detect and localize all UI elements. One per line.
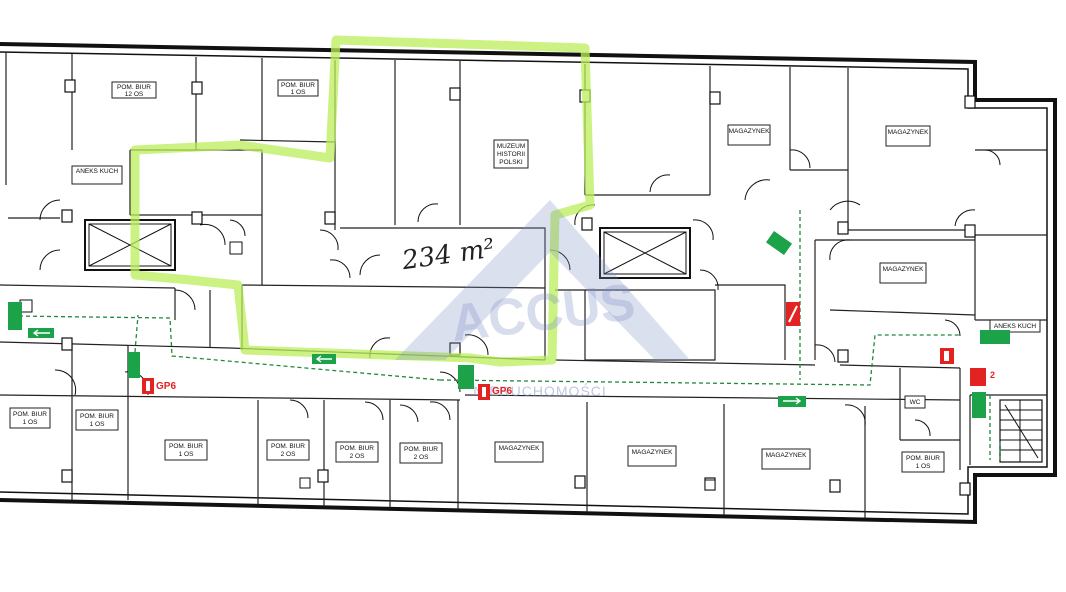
svg-text:2 OS: 2 OS <box>414 454 429 461</box>
svg-text:MAGAZYNEK: MAGAZYNEK <box>883 266 924 273</box>
room-label-pom-biur-b7: POM. BIUR 1 OS <box>901 451 945 473</box>
stairs-icon <box>999 399 1043 463</box>
fixtures <box>19 241 716 491</box>
area-annotation: 234 m² <box>399 234 496 277</box>
room-label-aneks-kuch-right: ANEKS KUCH <box>989 319 1041 333</box>
svg-text:POM. BIUR: POM. BIUR <box>169 443 203 450</box>
svg-text:2 OS: 2 OS <box>281 451 296 458</box>
svg-text:MUZEUM: MUZEUM <box>497 143 526 150</box>
room-label-pom-biur-b5: POM. BIUR 2 OS <box>335 441 379 463</box>
svg-text:POM. BIUR: POM. BIUR <box>117 84 151 91</box>
room-label-pom-biur-b6: POM. BIUR 2 OS <box>399 442 443 464</box>
svg-text:1 OS: 1 OS <box>90 421 105 428</box>
room-label-pom-biur-b2: POM. BIUR 1 OS <box>75 409 119 431</box>
evacuation-route <box>11 210 1001 460</box>
svg-text:ANEKS KUCH: ANEKS KUCH <box>994 323 1037 330</box>
svg-text:ANEKS KUCH: ANEKS KUCH <box>76 168 119 175</box>
svg-text:2 OS: 2 OS <box>350 453 365 460</box>
svg-text:12 OS: 12 OS <box>125 91 144 98</box>
structural-columns <box>61 79 976 496</box>
svg-text:POM. BIUR: POM. BIUR <box>271 443 305 450</box>
svg-text:POM. BIUR: POM. BIUR <box>281 82 315 89</box>
room-label-pom-biur-b3: POM. BIUR 1 OS <box>164 439 208 461</box>
room-label-pom-biur-b1: POM. BIUR 1 OS <box>9 407 51 429</box>
door-swings <box>39 149 1001 437</box>
room-label-muzeum: MUZEUM HISTORII POLSKI <box>493 139 529 169</box>
exit-arrow-icon <box>312 354 336 364</box>
svg-text:HISTORII: HISTORII <box>497 151 525 158</box>
room-label-aneks-kuch-left: ANEKS KUCH <box>71 165 123 185</box>
svg-text:WC: WC <box>910 399 921 406</box>
svg-text:POM. BIUR: POM. BIUR <box>80 413 114 420</box>
svg-text:1 OS: 1 OS <box>291 89 306 96</box>
room-label-magazynek-b1: MAGAZYNEK <box>494 441 544 463</box>
svg-text:MAGAZYNEK: MAGAZYNEK <box>766 452 807 459</box>
watermark-logo: ACCUS NIERUCHOMOŚCI <box>395 200 690 399</box>
svg-text:MAGAZYNEK: MAGAZYNEK <box>499 445 540 452</box>
elevator-shaft-icon <box>599 227 691 279</box>
svg-text:POLSKI: POLSKI <box>499 159 523 166</box>
svg-text:POM. BIUR: POM. BIUR <box>13 411 47 418</box>
exit-arrow-icon <box>28 328 54 338</box>
svg-text:POM. BIUR: POM. BIUR <box>906 455 940 462</box>
highlighted-area-outline <box>130 35 595 367</box>
svg-text:MAGAZYNEK: MAGAZYNEK <box>632 449 673 456</box>
elevator-shaft-icon <box>84 219 176 271</box>
exit-sign-icon <box>8 230 1010 418</box>
room-label-magazynek-top1: MAGAZYNEK <box>727 124 771 146</box>
outer-walls <box>0 42 1057 525</box>
watermark-subtitle: NIERUCHOMOŚCI <box>473 382 607 399</box>
room-label-magazynek-right: MAGAZYNEK <box>879 262 927 284</box>
room-label-magazynek-b2: MAGAZYNEK <box>627 445 677 467</box>
svg-text:POM. BIUR: POM. BIUR <box>340 445 374 452</box>
room-label-pom-biur-b4: POM. BIUR 2 OS <box>266 439 310 461</box>
svg-text:MAGAZYNEK: MAGAZYNEK <box>888 129 929 136</box>
exit-arrow-icon <box>778 396 806 407</box>
hydrant-label-gp2: 2 <box>990 370 995 380</box>
svg-text:1 OS: 1 OS <box>179 451 194 458</box>
fire-hose-icon <box>786 302 986 386</box>
room-label-pom-biur-1os-top: POM. BIUR 1 OS <box>277 79 319 97</box>
svg-text:MAGAZYNEK: MAGAZYNEK <box>729 128 770 135</box>
room-label-magazynek-top2: MAGAZYNEK <box>885 125 931 147</box>
svg-text:1 OS: 1 OS <box>23 419 38 426</box>
svg-text:POM. BIUR: POM. BIUR <box>404 446 438 453</box>
fire-extinguisher-icon <box>142 348 954 400</box>
hydrant-label-gp6-left: GP6 <box>156 381 176 392</box>
room-label-magazynek-b3: MAGAZYNEK <box>761 448 811 470</box>
svg-text:1 OS: 1 OS <box>916 463 931 470</box>
hydrant-label-gp6-mid: GP6 <box>492 386 512 397</box>
room-label-pom-biur-12os: POM. BIUR 12 OS <box>111 81 157 99</box>
room-label-wc: WC <box>904 395 926 409</box>
